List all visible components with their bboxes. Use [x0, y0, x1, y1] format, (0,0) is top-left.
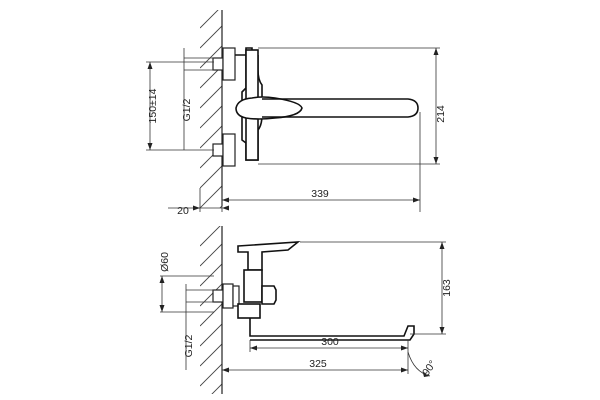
angle-label: 90° [420, 358, 439, 378]
dim-thread-top: G1/2 [181, 48, 214, 150]
dim-height-side: 163 [300, 241, 453, 335]
lever-handle-top [235, 96, 303, 120]
eccentric-upper [212, 47, 236, 81]
side-view: 163 Ø60 G1/2 30 [159, 226, 453, 394]
dim-spacing-label: 150±14 [147, 88, 159, 123]
dim-thread-side: G1/2 [183, 284, 214, 370]
mixer-body-side [237, 241, 301, 271]
thread-label-side: G1/2 [183, 334, 195, 357]
dim-height-top: 214 [258, 47, 447, 165]
dim-diameter-side: Ø60 [159, 252, 214, 313]
spout-top [262, 98, 419, 118]
dim-height-label: 214 [435, 105, 447, 123]
eccentric-lower [212, 133, 236, 167]
total-length-label: 325 [309, 358, 327, 370]
spout-length-label: 300 [321, 336, 339, 348]
dim-length-side: 300 325 [221, 336, 409, 374]
thread-label-top: G1/2 [181, 98, 193, 121]
height-label-side: 163 [441, 279, 453, 297]
dim-spacing-top: 150±14 [146, 61, 214, 151]
spout-side [249, 318, 415, 341]
wall-offset-label: 20 [177, 205, 189, 217]
diverter-knob [261, 285, 277, 305]
eccentric-side [212, 283, 240, 309]
dim-length-top: 20 339 [168, 112, 421, 217]
wall-hatching-top [200, 10, 222, 208]
dim-angle-side: 90° [407, 351, 439, 378]
length-label-top: 339 [311, 188, 329, 200]
top-view: 214 150±14 G1/2 [146, 10, 447, 217]
diameter-label: Ø60 [159, 252, 171, 272]
mixer-cartridge [243, 269, 263, 303]
spout-collar [237, 303, 261, 319]
